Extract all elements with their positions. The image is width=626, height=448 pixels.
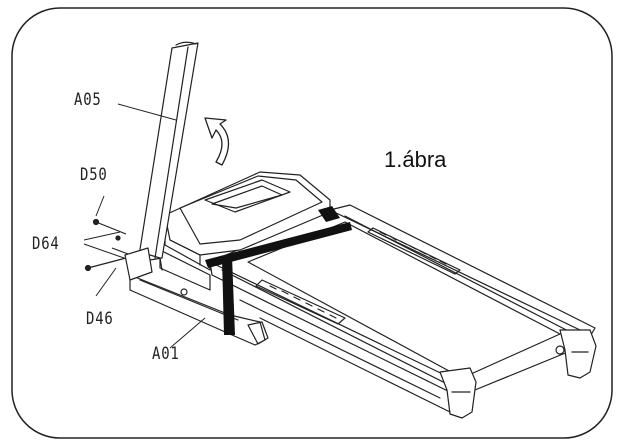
fasteners bbox=[84, 218, 129, 272]
figure-border bbox=[11, 7, 613, 439]
label-d64: D64 bbox=[32, 234, 60, 254]
leader-lines bbox=[83, 103, 206, 349]
label-d46: D46 bbox=[86, 309, 114, 329]
figure-caption: 1.ábra bbox=[384, 147, 447, 172]
label-a05: A05 bbox=[74, 90, 102, 110]
upright-tube bbox=[124, 41, 199, 281]
rotation-arrow-icon bbox=[204, 117, 230, 166]
washer-d64-icon bbox=[115, 235, 121, 241]
strap-bands bbox=[205, 206, 352, 335]
treadmill-deck bbox=[209, 204, 597, 419]
label-d50: D50 bbox=[80, 165, 108, 185]
label-a01: A01 bbox=[152, 344, 180, 364]
